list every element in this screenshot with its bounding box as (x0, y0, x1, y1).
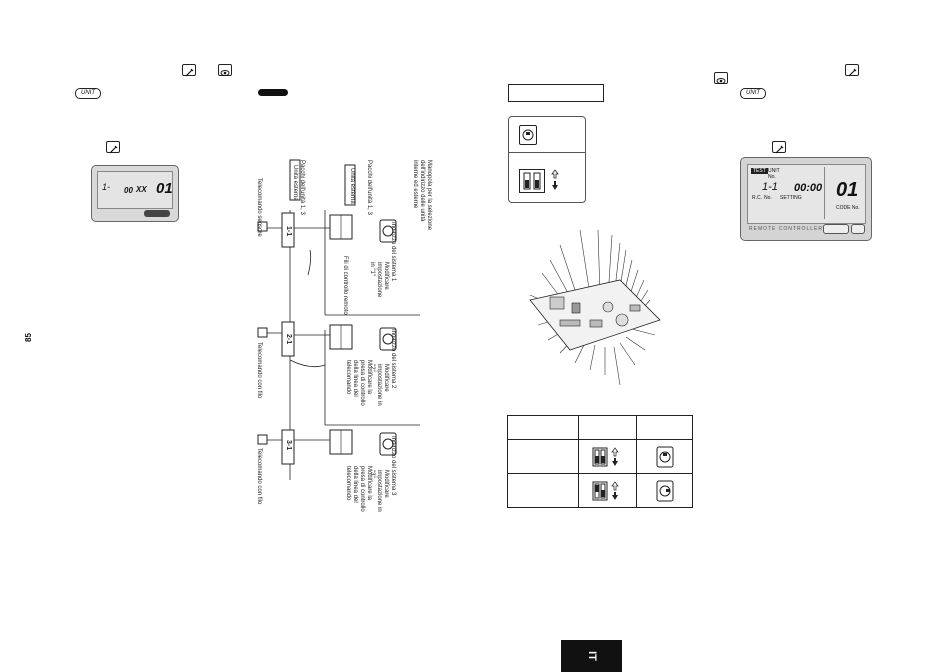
display-badge: TEST (751, 168, 768, 174)
remote-wired-label-3: Telecomando con filo (256, 448, 262, 505)
table-header-cell (507, 415, 579, 440)
display-small-f: CODE No. (836, 205, 860, 211)
wiring-diagram (257, 159, 420, 480)
table-cell (507, 439, 579, 474)
callout-text: Manopola per la selezione dell'indirizzo… (412, 160, 432, 231)
section-header-box (508, 84, 604, 102)
note-system-1: Indirizzo del sistema 1 (390, 222, 396, 282)
outdoor-label-box: Unità esterna (292, 165, 298, 201)
rotary-switch-icon (519, 125, 537, 145)
rotary-switch-icon (656, 446, 674, 467)
display-small-d: No. (764, 195, 772, 201)
display-small-e: SETTING (780, 195, 802, 201)
dip-switch-icon (592, 480, 620, 500)
unit-button: UNIT (75, 88, 101, 99)
display-right: 01 (156, 180, 173, 197)
remote-display: 1- 00 XX 01 (97, 171, 173, 209)
indoor-panel-label: Pacchi dell'unità 1, 3 (366, 160, 372, 215)
pencil-icon (106, 141, 120, 154)
pencil-icon (845, 64, 859, 77)
display-sub: XX (136, 185, 147, 194)
remote-button-row (144, 210, 170, 217)
dip-switch-icon (592, 446, 620, 466)
note-system-1b: Modificare impostazione in "1" (369, 262, 389, 298)
display-right: 01 (836, 179, 859, 201)
table-cell (636, 439, 693, 474)
dip-switch-icon (519, 169, 545, 193)
note-system-3c: Modificare la presa di controllo della l… (345, 466, 372, 512)
table-header-cell (636, 415, 693, 440)
table-cell (577, 439, 638, 474)
table-row (507, 439, 693, 474)
rotary-switch-icon (656, 480, 674, 501)
display-left: 1- (102, 182, 111, 192)
table-row (507, 473, 693, 508)
note-system-2: Indirizzo del sistema 2 (390, 329, 396, 389)
switch-setting-table (507, 415, 693, 508)
wire-label: Fili di controllo remoto (342, 256, 348, 315)
eye-icon (218, 64, 232, 76)
node-label-2: 2-1 (285, 334, 292, 345)
indoor-label-box: Unità esterna (349, 168, 355, 204)
pcb-board-illustration (529, 229, 661, 386)
table-cell (636, 473, 693, 508)
page-number: 85 (24, 333, 33, 342)
eye-icon (714, 72, 728, 84)
display-main: 00 (124, 186, 133, 195)
node-label-3: 3-1 (285, 440, 292, 451)
display-divider (824, 167, 825, 219)
remote-display: TEST UNIT No. 1-1 00:00 R.C. No. SETTING… (747, 164, 866, 224)
remote-controller-large: TEST UNIT No. 1-1 00:00 R.C. No. SETTING… (740, 157, 872, 241)
note-system-2c: Modificare la presa di controllo della l… (345, 360, 372, 406)
display-small-b: No. (768, 174, 776, 180)
switch-panel (508, 116, 586, 203)
pencil-icon (772, 141, 786, 154)
pencil-icon (182, 64, 196, 77)
table-cell (577, 473, 638, 508)
table-cell (507, 473, 579, 508)
black-pill (258, 89, 288, 96)
language-tab-label: IT (585, 651, 598, 661)
remote-sensor-label: Telecomando sensore (256, 178, 262, 237)
up-down-arrow-icon (551, 169, 559, 196)
language-tab: IT (561, 640, 622, 672)
remote-footer-label: REMOTE CONTROLLER (749, 226, 823, 232)
unit-button: UNIT (740, 88, 766, 99)
display-small-a: UNIT (768, 168, 780, 174)
remote-wired-label-2: Telecomando con filo (256, 342, 262, 399)
remote-controller: 1- 00 XX 01 (91, 165, 179, 222)
table-header-row (507, 415, 693, 440)
display-left: 1-1 (762, 181, 778, 193)
table-header-cell (577, 415, 638, 440)
remote-button-row (823, 224, 849, 234)
node-label-1: 1-1 (285, 226, 292, 237)
note-system-3: Indirizzo del sistema 3 (390, 436, 396, 496)
outdoor-panel-label: Pacchi dell'unità 1, 3 (299, 160, 305, 215)
display-small-c: R.C. (752, 195, 762, 201)
switch-panel-divider (509, 152, 585, 153)
remote-button (851, 224, 865, 234)
display-main: 00:00 (794, 182, 823, 194)
